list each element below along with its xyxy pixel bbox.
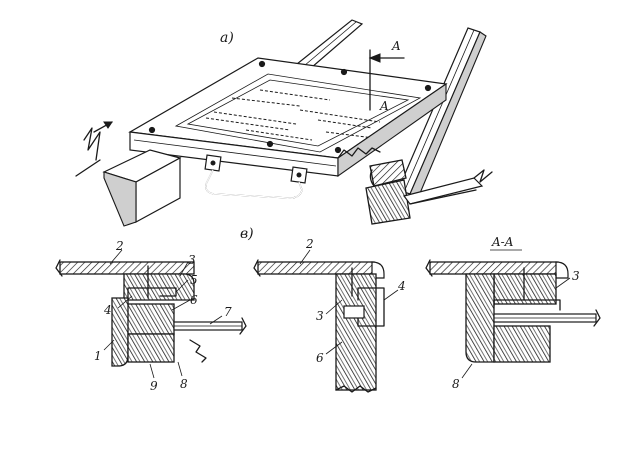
section-title: A-A [491, 235, 514, 249]
callout-middle-4: 4 [397, 279, 406, 293]
section-arrow-label-lower: A [379, 99, 389, 113]
callout-left-5: 5 [190, 273, 198, 287]
upper-block-right [493, 273, 557, 305]
vertical-frame-right [465, 273, 495, 363]
drawer-body [128, 57, 448, 178]
callout-leaders-right [461, 277, 571, 379]
drawer-handle [204, 154, 308, 199]
callout-left-8: 8 [180, 377, 188, 391]
mounting-bracket-left [75, 121, 182, 227]
top-panel-right [429, 261, 559, 275]
cross-section-left: 2 3 5 4 6 7 1 9 8 [55, 239, 247, 393]
callout-right-8: 8 [452, 377, 460, 391]
corner-block [123, 273, 195, 301]
panel-b-label: в) [240, 226, 254, 242]
callout-middle-6: 6 [316, 351, 324, 365]
callout-left-4: 4 [103, 303, 112, 317]
circuit-traces [205, 89, 391, 141]
vertical-frame-middle [335, 273, 377, 391]
lower-block-right [493, 325, 551, 363]
panel-a-isometric-view: A A a) [75, 19, 493, 227]
callout-left-3: 3 [188, 253, 196, 267]
callout-leaders-middle [299, 249, 399, 355]
callout-left-9: 9 [150, 379, 158, 393]
cross-section-middle: 2 3 4 6 [253, 237, 406, 393]
callout-left-1: 1 [94, 349, 102, 363]
guide-rail-right [397, 27, 487, 199]
cross-section-right-a-a: A-A 3 8 [425, 235, 601, 391]
section-marker-a: A A [368, 39, 405, 113]
callout-middle-2: 2 [305, 237, 314, 251]
callout-leaders-left [103, 249, 223, 379]
callout-left-2: 2 [115, 239, 124, 253]
panel-a-label: a) [220, 30, 234, 46]
lower-block [123, 303, 175, 335]
section-arrow-label: A [391, 39, 401, 53]
vertical-frame [111, 297, 129, 367]
top-panel [59, 261, 195, 275]
drawer-screws [148, 60, 432, 154]
callout-right-3: 3 [572, 269, 580, 283]
frame-profile-cut [365, 159, 493, 225]
callout-middle-3: 3 [316, 309, 324, 323]
top-panel-middle [257, 261, 375, 275]
bottom-block [127, 333, 175, 363]
callout-left-6: 6 [190, 293, 198, 307]
callout-left-7: 7 [224, 305, 232, 319]
